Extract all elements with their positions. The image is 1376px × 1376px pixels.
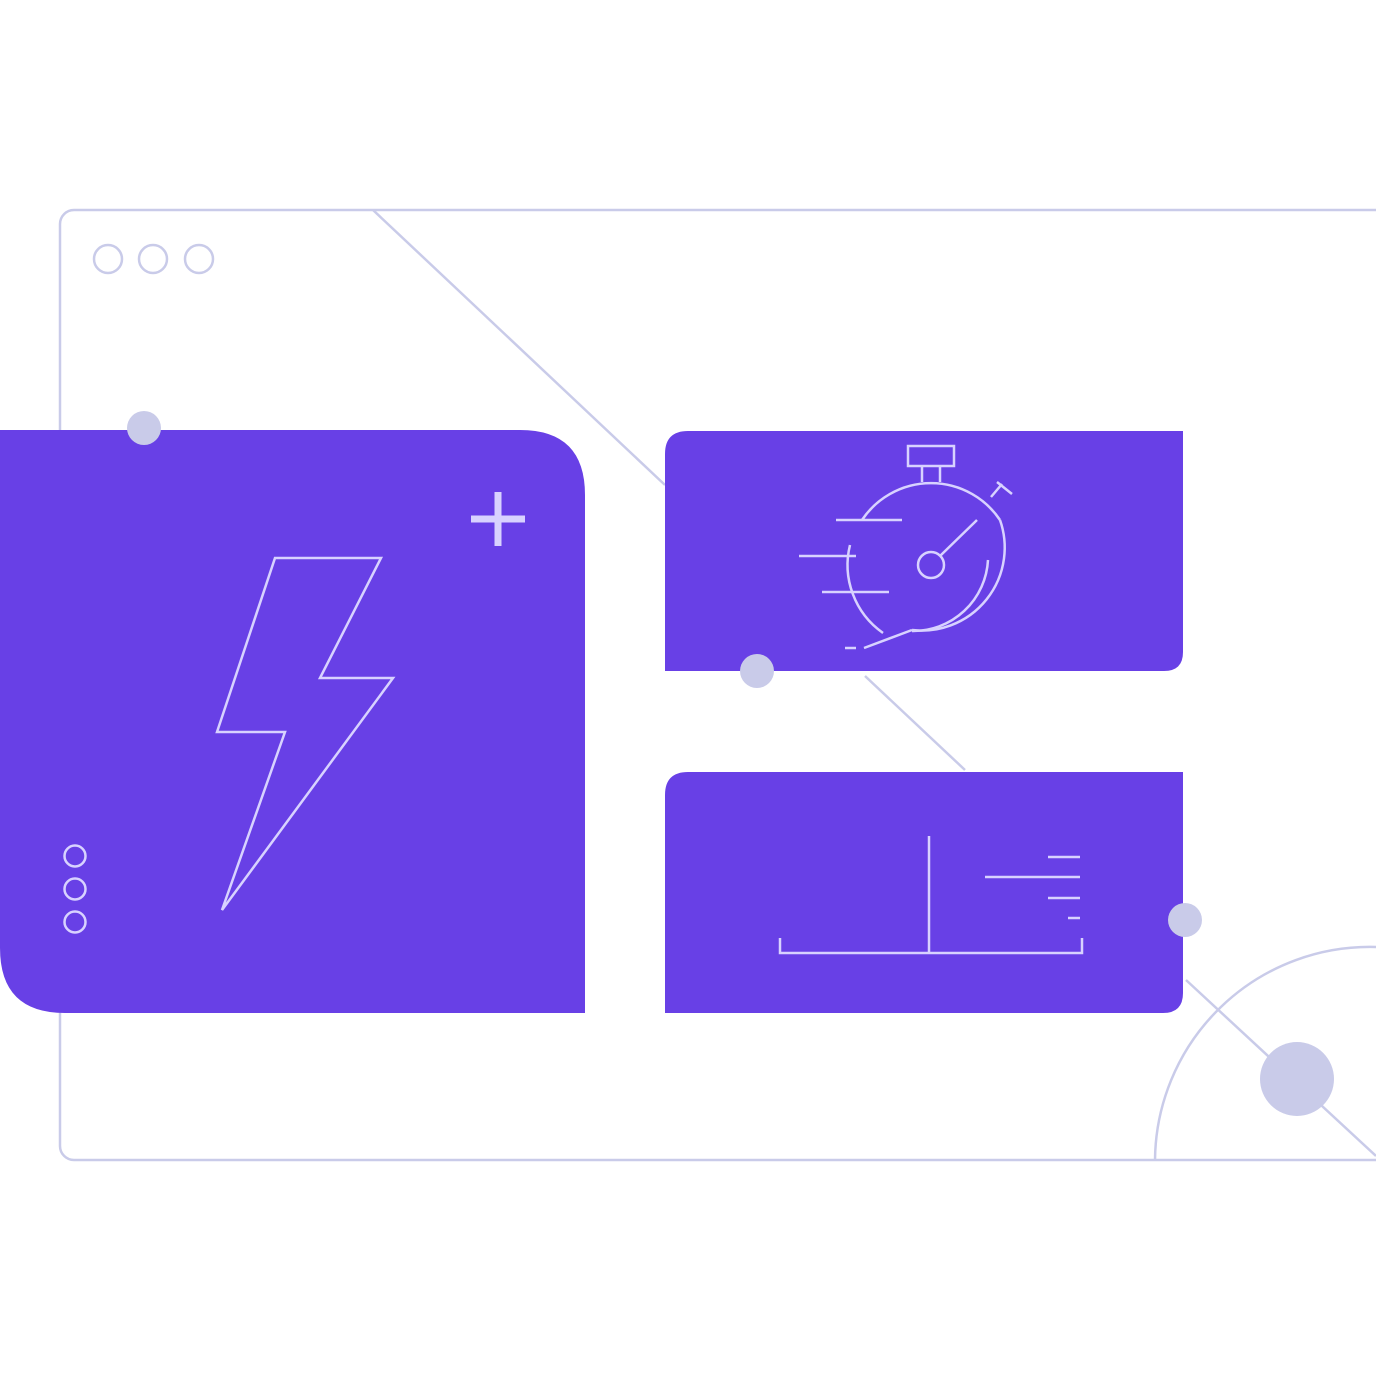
timer-card [665, 431, 1183, 671]
lightning-bolt-icon [215, 556, 396, 911]
timer-card-background [665, 431, 1183, 671]
decorative-dot [1168, 903, 1202, 937]
decorative-dot [740, 654, 774, 688]
decorative-dot [1260, 1042, 1334, 1116]
stopwatch-icon [799, 444, 1013, 650]
plus-icon [471, 492, 525, 546]
corner-arc [1153, 945, 1376, 1161]
window-control-circle [92, 243, 124, 275]
diagonal-line [864, 675, 966, 771]
decorative-dot [127, 411, 161, 445]
main-card [0, 430, 585, 1013]
window-controls [92, 243, 215, 275]
window-control-circle [183, 243, 215, 275]
diagonal-line [372, 209, 666, 486]
vertical-dots-icon [63, 844, 87, 934]
chart-card-background [665, 772, 1183, 1013]
main-card-background [0, 430, 585, 1013]
chart-card [665, 772, 1183, 1013]
background-lines [372, 209, 1376, 1161]
window-control-circle [137, 243, 169, 275]
bar-chart-icon [778, 836, 1084, 955]
decorative-dots [127, 411, 1334, 1116]
